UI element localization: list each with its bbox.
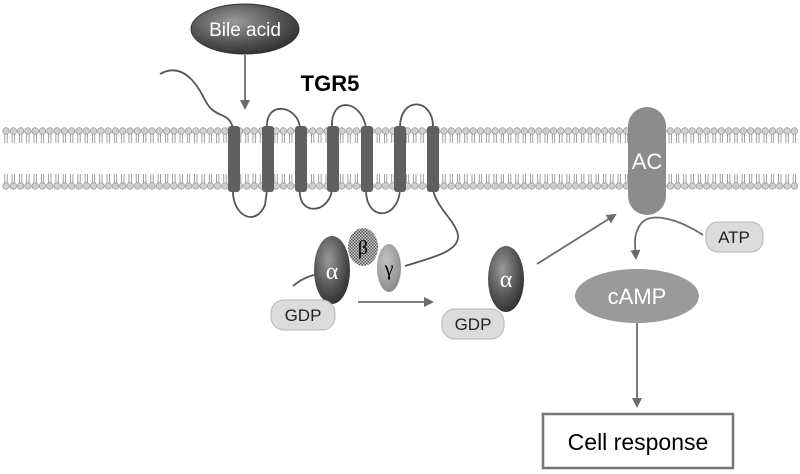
tm-helix-6 [394,126,406,192]
ac-label: AC [632,149,663,174]
activation-arrow [536,213,617,265]
gdp-free-pill [441,308,505,340]
g-gamma-subunit [377,244,401,292]
g-beta-subunit [348,228,378,266]
atp-conversion-arrow [630,216,704,260]
gdp-bound-label: GDP [285,306,322,325]
tm-helix-4 [327,126,339,192]
cell-response-label: Cell response [568,429,709,455]
camp-molecule [575,269,699,323]
adenylyl-cyclase [628,107,666,215]
tm-helix-1 [228,126,240,192]
bile-acid-ligand [190,3,300,55]
g-alpha-subunit [314,236,350,304]
g-alpha-free [488,246,524,312]
atp-label: ATP [718,228,750,247]
g-alpha-free-label: α [500,267,513,293]
tm-helix-5 [361,126,373,192]
tm-helix-3 [295,126,307,192]
tgr5-helices [228,126,439,192]
g-alpha-tether [292,273,319,287]
g-gamma-label: γ [384,258,394,280]
g-alpha-label: α [326,259,339,285]
tm-helix-2 [262,126,274,192]
atp-pill [705,221,764,253]
tgr5-receptor-chain [159,69,459,267]
gdp-bound-pill [270,299,336,331]
gdp-free-label: GDP [455,315,492,334]
bile-acid-label: Bile acid [209,20,281,41]
tgr5-label: TGR5 [301,71,360,96]
camp-label: cAMP [608,284,667,309]
g-beta-label: β [358,237,368,259]
cell-response-box [541,412,735,470]
tm-helix-7 [427,126,439,192]
